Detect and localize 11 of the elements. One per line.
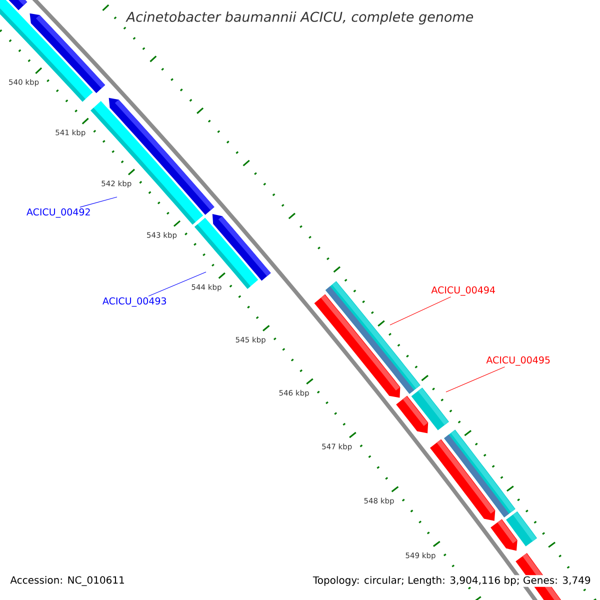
gene-label: ACICU_00492: [26, 208, 90, 218]
genome-summary: Topology: circular; Length: 3,904,116 bp; Genes: 3,749: [312, 575, 592, 587]
leader-line: [80, 196, 118, 208]
accession-text: Accession: NC_010611: [10, 576, 124, 586]
title: Acinetobacter baumannii ACICU, complete genome: [126, 11, 474, 25]
leader-line: [446, 366, 506, 392]
leader-line: [390, 296, 452, 326]
gene-label: ACICU_00494: [431, 286, 495, 296]
gene-label: ACICU_00493: [102, 297, 166, 307]
leader-line: [148, 272, 206, 296]
gene-label: ACICU_00495: [486, 356, 550, 366]
